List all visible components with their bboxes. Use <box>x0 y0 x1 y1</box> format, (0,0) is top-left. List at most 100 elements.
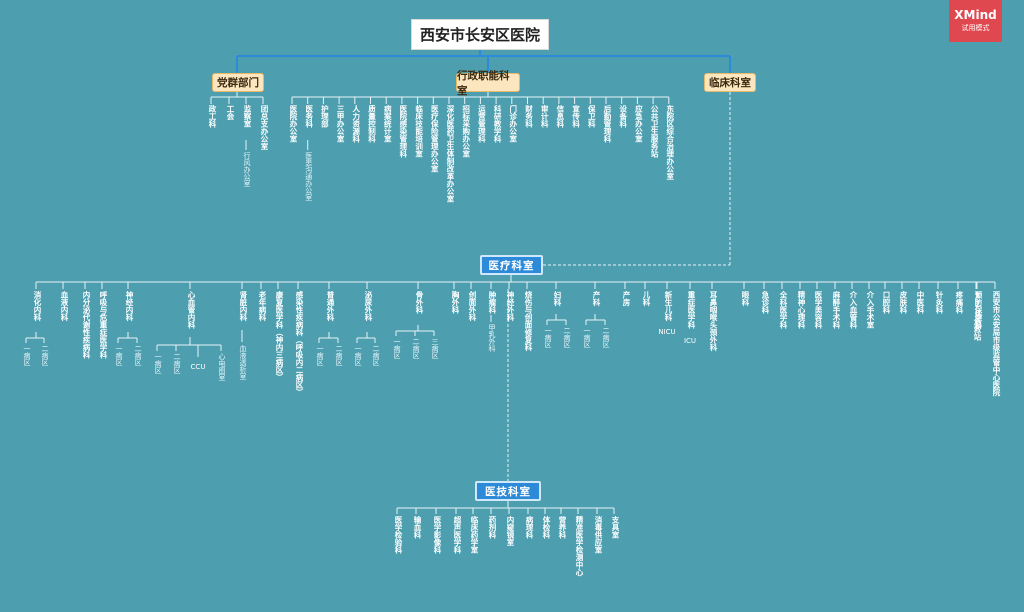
clinical-item-31[interactable]: 介入血管科 <box>849 291 858 329</box>
admin-item-12[interactable]: 运营管理科 <box>477 105 487 143</box>
clinical-sub-6-0[interactable]: 血液透析室 <box>239 345 247 380</box>
clinical-sub-5-3[interactable]: 心电图室 <box>218 353 226 381</box>
section-medical[interactable]: 医疗科室 <box>480 255 543 275</box>
tech-item-7[interactable]: 病理科 <box>525 516 534 539</box>
tech-item-2[interactable]: 医学影像科 <box>433 516 442 554</box>
clinical-item-36[interactable]: 针灸科 <box>935 291 944 314</box>
clinical-item-15[interactable]: 肿瘤科 <box>488 291 497 314</box>
clinical-sub-0-1[interactable]: 二病区 <box>41 345 49 366</box>
admin-item-8[interactable]: 临床技能培训室 <box>414 105 424 158</box>
clinical-item-11[interactable]: 泌尿外科 <box>364 291 373 321</box>
clinical-item-24[interactable]: 耳鼻咽喉头颈外科 <box>709 291 718 351</box>
party-item-2[interactable]: 监察室 <box>243 105 252 128</box>
tech-item-3[interactable]: 超声医学科 <box>453 516 462 554</box>
clinical-item-17[interactable]: 烧伤与创面修复科 <box>524 291 533 351</box>
clinical-sub-15-0[interactable]: 甲乳外科 <box>488 324 496 352</box>
clinical-sub-4-1[interactable]: 二病区 <box>134 345 142 366</box>
admin-item-15[interactable]: 财务科 <box>524 105 534 128</box>
admin-item-1[interactable]: 医务科 <box>304 105 314 128</box>
clinical-sub-10-0[interactable]: 一病区 <box>316 345 324 366</box>
clinical-item-9[interactable]: 感染性疾病科（呼吸内二病区） <box>295 291 304 396</box>
clinical-item-2[interactable]: 内分泌代谢性疾病科 <box>82 291 91 359</box>
admin-item-0[interactable]: 医院办公室 <box>289 105 298 143</box>
clinical-item-19[interactable]: 产科 <box>592 291 601 306</box>
clinical-sub-18-1[interactable]: 二病区 <box>563 327 571 348</box>
clinical-item-27[interactable]: 全科医学科 <box>779 291 788 329</box>
clinical-item-39[interactable]: 预防保健科 <box>974 291 983 329</box>
clinical-item-23[interactable]: 重症医学科 <box>687 291 696 329</box>
clinical-sub-18-0[interactable]: 一病区 <box>544 327 552 348</box>
admin-item-18[interactable]: 宣传科 <box>571 105 581 128</box>
clinical-item-38[interactable]: 120急救站 <box>973 291 982 341</box>
admin-item-20[interactable]: 后勤管理科 <box>603 105 612 143</box>
clinical-item-40[interactable]: 西安市公安局市级监管中心医院 <box>992 291 1001 396</box>
clinical-item-34[interactable]: 皮肤科 <box>899 291 908 314</box>
root-node-title[interactable]: 西安市长安区医院 <box>411 19 549 50</box>
clinical-item-4[interactable]: 神经内科 <box>125 291 134 321</box>
clinical-sub-12-0[interactable]: 一病区 <box>393 338 401 359</box>
admin-item-13[interactable]: 科研教学科 <box>493 105 503 143</box>
admin-item-9[interactable]: 医疗保险管理办公室 <box>430 105 440 173</box>
clinical-sub-4-0[interactable]: 一病区 <box>115 345 123 366</box>
clinical-tail-nicu[interactable]: NICU <box>658 328 676 336</box>
party-sub-item[interactable]: 行风办公室 <box>243 152 251 187</box>
tech-item-1[interactable]: 输血科 <box>413 516 422 539</box>
tech-item-6[interactable]: 内窥镜室 <box>506 516 515 546</box>
admin-item-5[interactable]: 质量控制科 <box>367 105 377 143</box>
admin-item-22[interactable]: 应急办公室 <box>634 105 644 143</box>
admin-item-4[interactable]: 人力资源科 <box>351 105 361 143</box>
clinical-item-32[interactable]: 介入手术室 <box>866 291 875 329</box>
clinical-sub-11-1[interactable]: 二病区 <box>372 345 380 366</box>
clinical-sub-12-2[interactable]: 三病区 <box>431 338 439 359</box>
clinical-item-12[interactable]: 骨外科 <box>415 291 424 314</box>
clinical-item-29[interactable]: 医学美容科 <box>814 291 823 329</box>
clinical-item-5[interactable]: 心血管内科 <box>187 291 196 329</box>
clinical-item-8[interactable]: 康复医学科（神内三病区） <box>275 291 284 381</box>
admin-item-17[interactable]: 信息科 <box>555 105 565 128</box>
admin-item-23[interactable]: 公共卫生服务站 <box>650 105 660 158</box>
tech-item-9[interactable]: 营养科 <box>558 516 567 539</box>
section-party[interactable]: 党群部门 <box>212 73 264 92</box>
admin-item-6[interactable]: 病案统计室 <box>383 105 393 143</box>
admin-item-10[interactable]: 深化医药卫生体制改革办公室 <box>446 105 455 203</box>
clinical-sub-0-0[interactable]: 一病区 <box>23 345 31 366</box>
clinical-sub-19-0[interactable]: 一病区 <box>583 327 591 348</box>
clinical-item-13[interactable]: 胸外科 <box>451 291 460 314</box>
clinical-item-16[interactable]: 神经外科 <box>506 291 515 321</box>
clinical-sub-5-0[interactable]: 一病区 <box>154 353 162 374</box>
admin-item-3[interactable]: 三甲办公室 <box>336 105 346 143</box>
clinical-item-10[interactable]: 普通外科 <box>326 291 335 321</box>
admin-item-2[interactable]: 护理部 <box>320 105 330 128</box>
clinical-item-3[interactable]: 呼吸与危重症医学科 <box>99 291 108 359</box>
clinical-sub-19-1[interactable]: 二病区 <box>602 327 610 348</box>
clinical-item-35[interactable]: 中医科 <box>916 291 925 314</box>
clinical-item-22[interactable]: 新生儿科 <box>664 291 673 321</box>
clinical-item-37[interactable]: 疼痛科 <box>955 291 964 314</box>
admin-item-19[interactable]: 保卫科 <box>587 105 597 128</box>
tech-item-0[interactable]: 医学检验科 <box>394 516 403 554</box>
clinical-tail-icu[interactable]: ICU <box>683 337 697 345</box>
clinical-item-18[interactable]: 妇科 <box>553 291 562 306</box>
tech-item-4[interactable]: 临床药学室 <box>470 516 479 554</box>
clinical-item-21[interactable]: 儿科 <box>642 291 651 306</box>
clinical-item-25[interactable]: 眼科 <box>741 291 750 306</box>
clinical-item-20[interactable]: 产房 <box>622 291 631 306</box>
admin-item-11[interactable]: 招标采购办公室 <box>461 105 471 158</box>
clinical-item-7[interactable]: 老年病科 <box>258 291 267 321</box>
tech-item-5[interactable]: 药剂科 <box>488 516 497 539</box>
party-item-0[interactable]: 政工科 <box>208 105 217 128</box>
clinical-sub-12-1[interactable]: 二病区 <box>412 338 420 359</box>
admin-item-7[interactable]: 医院感染管理科 <box>398 105 408 158</box>
tech-item-11[interactable]: 消毒供应室 <box>594 516 603 554</box>
clinical-item-28[interactable]: 精神心理科 <box>797 291 806 329</box>
tech-item-12[interactable]: 支具室 <box>611 516 620 539</box>
clinical-item-26[interactable]: 急诊科 <box>761 291 770 314</box>
admin-item-21[interactable]: 设备科 <box>618 105 628 128</box>
clinical-sub-10-1[interactable]: 二病区 <box>335 345 343 366</box>
clinical-sub-11-0[interactable]: 一病区 <box>354 345 362 366</box>
admin-item-16[interactable]: 审计科 <box>540 105 550 128</box>
admin-item-24[interactable]: 东院区综合治理办公室 <box>665 105 675 180</box>
clinical-item-33[interactable]: 口腔科 <box>882 291 891 314</box>
clinical-sub-5-2[interactable]: CCU <box>190 363 206 371</box>
section-tech[interactable]: 医技科室 <box>475 481 541 501</box>
